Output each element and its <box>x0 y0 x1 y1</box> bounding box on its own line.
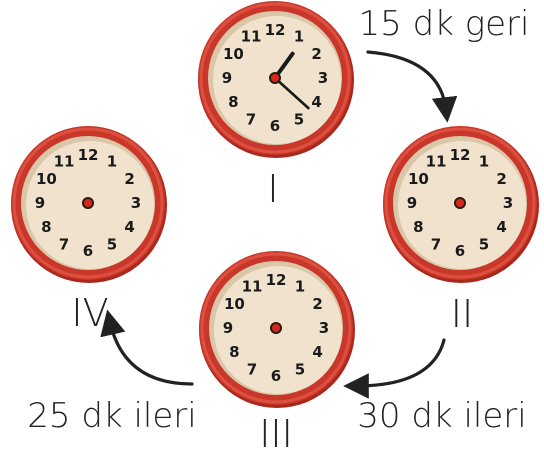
clock-center-dot <box>83 198 93 208</box>
clock-number-8: 8 <box>41 218 51 236</box>
clock-number-6: 6 <box>83 242 93 260</box>
roman-label-iii: III <box>259 412 293 456</box>
clock-number-5: 5 <box>479 236 489 254</box>
annotation-15-dk-geri: 15 dk geri <box>359 4 530 44</box>
clock-number-6: 6 <box>271 367 281 385</box>
clock-number-11: 11 <box>54 152 75 170</box>
clock-number-4: 4 <box>311 93 321 111</box>
clock-number-3: 3 <box>319 319 329 337</box>
clock-number-9: 9 <box>222 69 232 87</box>
clock-number-10: 10 <box>36 170 57 188</box>
annotation-30-dk-ileri: 30 dk ileri <box>357 396 526 436</box>
clock-number-4: 4 <box>496 218 506 236</box>
clock-number-2: 2 <box>312 295 322 313</box>
clock-number-8: 8 <box>228 93 238 111</box>
clock-number-9: 9 <box>35 194 45 212</box>
roman-label-i: I <box>267 167 278 211</box>
roman-label-iv: IV <box>71 291 108 335</box>
clock-number-8: 8 <box>229 343 239 361</box>
clock-center-dot <box>270 73 280 83</box>
clock-number-3: 3 <box>318 69 328 87</box>
clock-number-2: 2 <box>124 170 134 188</box>
clock-number-7: 7 <box>247 361 257 379</box>
clock-center-dot <box>271 323 281 333</box>
clock-number-7: 7 <box>246 111 256 129</box>
clock-number-6: 6 <box>455 242 465 260</box>
roman-label-ii: II <box>451 292 473 336</box>
clock-number-11: 11 <box>241 27 262 45</box>
clock-number-1: 1 <box>107 152 117 170</box>
clock-number-10: 10 <box>223 45 244 63</box>
clock-number-11: 11 <box>426 152 447 170</box>
clock-number-7: 7 <box>59 236 69 254</box>
clock-number-3: 3 <box>131 194 141 212</box>
curved-arrow-down-icon <box>368 52 446 110</box>
clock-number-3: 3 <box>503 194 513 212</box>
clock-number-2: 2 <box>311 45 321 63</box>
annotation-25-dk-ileri: 25 dk ileri <box>27 396 196 436</box>
clock-number-12: 12 <box>450 146 471 164</box>
clock-number-8: 8 <box>413 218 423 236</box>
clock-number-12: 12 <box>78 146 99 164</box>
clock-number-6: 6 <box>270 117 280 135</box>
clock-number-5: 5 <box>294 111 304 129</box>
curved-arrow-left-icon <box>356 340 444 386</box>
clock-number-10: 10 <box>224 295 245 313</box>
clock-number-1: 1 <box>479 152 489 170</box>
clock-number-12: 12 <box>266 271 287 289</box>
clock-number-4: 4 <box>312 343 322 361</box>
clock-number-7: 7 <box>431 236 441 254</box>
clock-number-1: 1 <box>295 277 305 295</box>
clock-number-2: 2 <box>496 170 506 188</box>
clock-number-5: 5 <box>295 361 305 379</box>
clock-number-4: 4 <box>124 218 134 236</box>
clock-number-9: 9 <box>407 194 417 212</box>
clock-number-9: 9 <box>223 319 233 337</box>
clock-number-10: 10 <box>408 170 429 188</box>
clock-number-5: 5 <box>107 236 117 254</box>
clock-number-11: 11 <box>242 277 263 295</box>
clock-center-dot <box>455 198 465 208</box>
clock-number-1: 1 <box>294 27 304 45</box>
curved-arrow-up-icon <box>110 322 192 384</box>
clock-number-12: 12 <box>265 21 286 39</box>
